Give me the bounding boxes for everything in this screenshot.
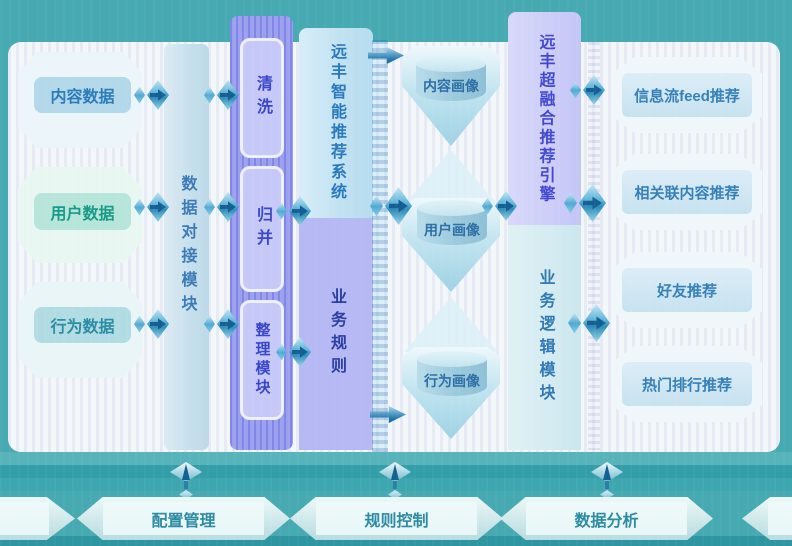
flow-arrow-right-icon [570,75,605,105]
cylinder-content-portrait: 内容画像 [416,56,486,101]
source-box-behavior-data: 行为数据 [34,307,131,343]
portrait-label: 用户画像 [424,221,480,238]
bottom-module-inner [768,502,792,535]
output-label: 热门排行推荐 [641,376,732,394]
flow-arrow-right-icon [564,184,606,222]
portrait-label: 行为画像 [424,372,480,389]
etl-step-label: 清洗 [254,75,271,121]
flow-arrow-right-icon [370,187,412,225]
column-data-dock-label: 数据对接模块 [178,175,196,319]
column-fusion-engine: 远丰超融合推荐引擎 [508,12,581,225]
bottom-module-rules: 规则控制 [290,497,503,540]
bottom-module-partial-left [0,497,75,540]
flow-arrow-right-icon [134,80,169,110]
output-box-friends: 好友推荐 [622,268,752,312]
source-label: 用户数据 [50,205,115,223]
source-box-user-data: 用户数据 [34,193,131,230]
flow-arrow-right-icon [276,337,311,367]
bottom-module-inner [103,502,264,535]
smart-recsys-title: 远丰智能推荐系统 [328,43,345,203]
teal-band-bottom [0,536,792,546]
etl-step-label: 归并 [254,206,271,252]
flow-arrow-right-icon [482,191,517,221]
business-rules-label: 业务规则 [328,288,345,380]
flow-arrow-up-icon [170,462,202,500]
etl-step-organize: 整理模块 [240,300,284,420]
bottom-module-label: 配置管理 [151,512,216,530]
cylinder-top [417,351,487,367]
flow-arrow-up-icon [591,462,623,500]
flow-arrow-right-icon [134,309,169,339]
etl-step-label: 整理模块 [253,322,271,398]
teal-band-light [0,452,792,465]
output-box-feed: 信息流feed推荐 [622,73,752,117]
output-label: 信息流feed推荐 [634,87,740,105]
bottom-module-label: 规则控制 [364,512,429,530]
etl-step-merge: 归并 [240,166,284,292]
cylinder-user-portrait: 用户画像 [417,200,487,245]
column-smart-recsys: 远丰智能推荐系统 [299,28,373,218]
source-label: 行为数据 [50,319,115,336]
output-label: 相关联内容推荐 [634,184,740,202]
column-data-dock: 数据对接模块 [164,44,209,450]
flow-arrow-right-icon [276,196,311,226]
output-box-trending: 热门排行推荐 [622,362,752,406]
portrait-label: 内容画像 [423,77,479,94]
cylinder-behavior-portrait: 行为画像 [417,351,487,396]
bottom-module-config: 配置管理 [77,497,290,540]
column-business-logic: 业务逻辑模块 [508,225,581,450]
fusion-engine-title: 远丰超融合推荐引擎 [536,33,554,204]
column-etl: 清洗 归并 整理模块 [230,16,293,450]
flow-arrow-up-icon [379,462,411,500]
flow-arrow-right-icon [568,304,610,342]
source-label: 内容数据 [50,89,115,106]
flow-arrow-right-icon [204,192,239,222]
cylinder-top [417,200,487,216]
bottom-module-inner [526,502,687,535]
output-label: 好友推荐 [656,282,717,300]
flow-arrow-right-icon [204,309,239,339]
bottom-module-analytics: 数据分析 [500,497,713,540]
cylinder-top [416,56,486,72]
etl-step-clean: 清洗 [240,38,284,158]
bottom-module-inner [316,502,477,535]
business-logic-label: 业务逻辑模块 [536,268,554,407]
flow-arrow-right-icon [204,80,239,110]
bottom-module-partial-right [742,497,792,540]
column-business-rules: 业务规则 [299,218,373,450]
flow-arrow-right-icon [134,192,169,222]
bottom-module-inner [0,502,49,535]
bottom-module-label: 数据分析 [574,512,639,530]
source-box-content-data: 内容数据 [34,77,131,113]
output-box-related: 相关联内容推荐 [622,170,752,214]
